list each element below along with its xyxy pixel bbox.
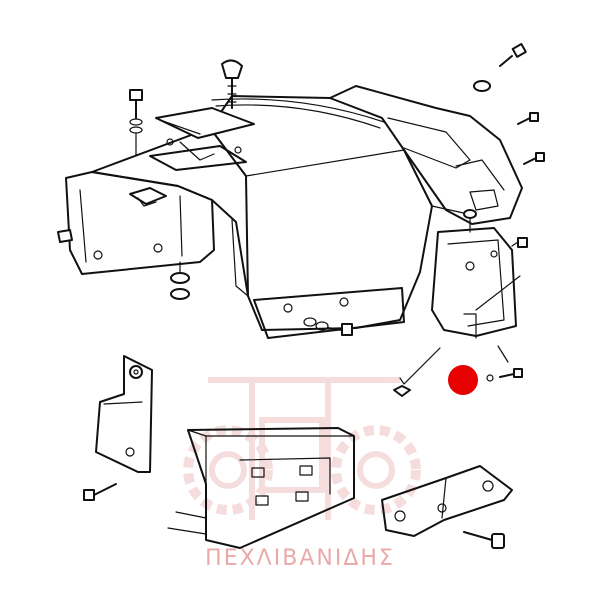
bolt-right-low (523, 152, 545, 165)
lower-right-bracket (381, 465, 513, 537)
right-bolts (473, 43, 545, 165)
bolt-under-hood (303, 317, 353, 336)
red-marker-dot (448, 365, 478, 395)
side-bracket (431, 209, 517, 339)
watermark-gear-right-hub (357, 451, 395, 489)
bolt-top-right (499, 43, 527, 67)
watermark-gear-right (331, 425, 421, 515)
nut-lower-mid (393, 385, 411, 397)
access-panel (149, 107, 255, 171)
hood-housing (65, 95, 433, 339)
latch (129, 187, 167, 207)
left-pin (57, 229, 73, 243)
watermark-chassis (259, 417, 325, 493)
bolt-right-mid (517, 112, 539, 125)
instrument-cluster (329, 85, 523, 225)
lower-right-bolt (463, 531, 505, 549)
bolt-bracket (511, 237, 528, 248)
lower-left-bolt (83, 483, 117, 501)
nuts-lower-left (170, 261, 190, 300)
watermark-text: ΠΕΧΛΙΒΑΝΙΔΗΣ (205, 546, 395, 571)
left-bolt-stack (129, 89, 143, 157)
nut-top-right (473, 80, 491, 92)
leader-lines (399, 275, 521, 385)
chassis-frame (167, 427, 355, 549)
watermark-gear-left-hub (209, 451, 247, 489)
lower-left-bracket (95, 355, 153, 473)
screw-near-marker (486, 368, 523, 382)
knob (221, 59, 243, 109)
watermark-gear-left (183, 425, 273, 515)
